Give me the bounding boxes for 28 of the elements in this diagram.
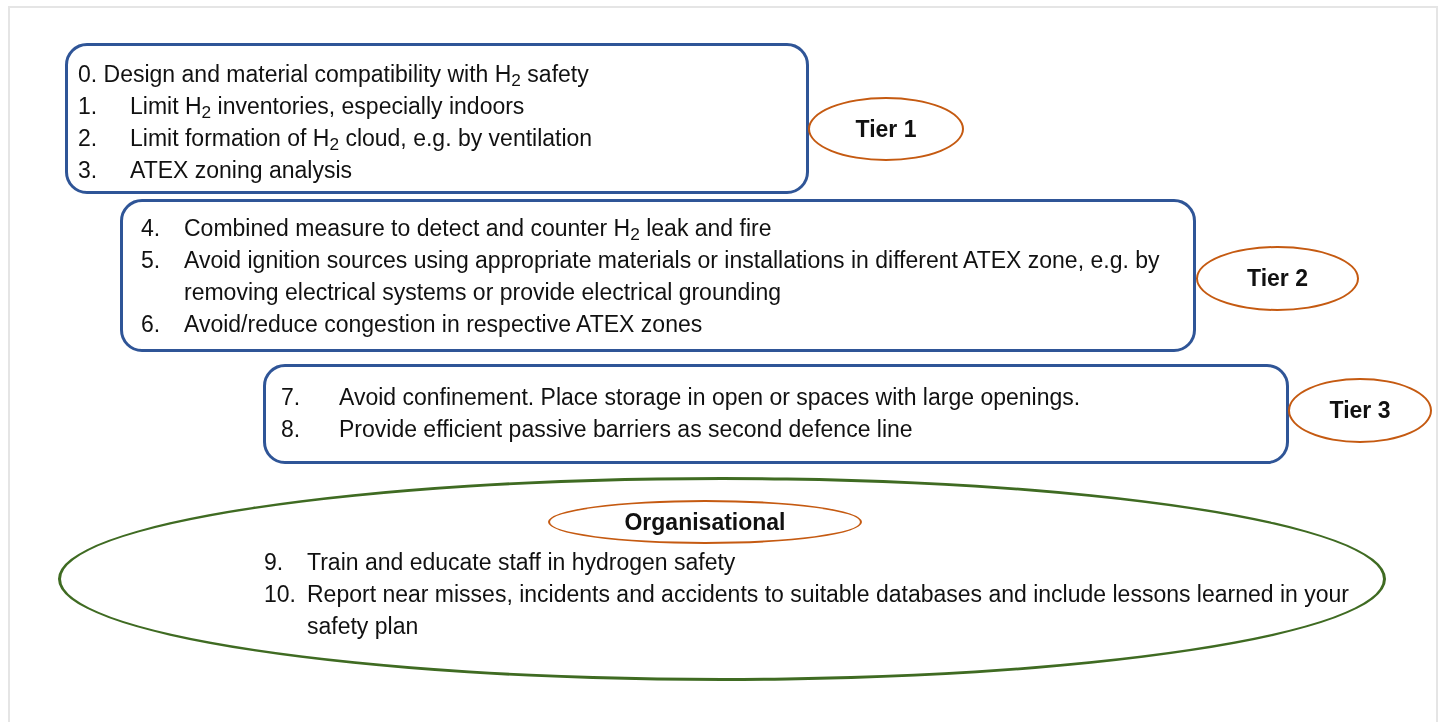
list-item-text: Avoid ignition sources using appropriate materials or installations in different ATEX zone, e.g. by removing electrical systems or provide electrical grounding — [184, 246, 1161, 307]
list-item-text: ATEX zoning analysis — [130, 156, 352, 185]
list-item-text: 0. Design and material compatibility with H$_{2}$ safety — [78, 60, 589, 90]
tier-oval: Organisational — [548, 500, 862, 544]
list-number: 7. — [281, 383, 302, 412]
measure-box — [120, 199, 1196, 352]
list-number: 8. — [281, 415, 302, 444]
list-item-text: Provide efficient passive barriers as second defence line — [339, 415, 913, 444]
list-item-text: Report near misses, incidents and accidents to suitable databases and include lessons learned in your safety plan — [307, 580, 1350, 641]
list-number: 2. — [78, 124, 99, 153]
list-item-text: Avoid confinement. Place storage in open or spaces with large openings. — [339, 383, 1081, 412]
list-number: 1. — [78, 92, 99, 121]
list-number: 6. — [141, 310, 162, 339]
list-number: 10. — [264, 580, 297, 609]
list-number: 3. — [78, 156, 99, 185]
tier-oval: Tier 1 — [808, 97, 964, 161]
list-number: 9. — [264, 548, 285, 577]
list-item-text: Train and educate staff in hydrogen safety — [307, 548, 736, 577]
list-item-text: Avoid/reduce congestion in respective ATEX zones — [184, 310, 703, 339]
tier-oval: Tier 3 — [1288, 378, 1432, 443]
list-number: 4. — [141, 214, 162, 243]
measure-box — [263, 364, 1289, 464]
list-item-text: Limit formation of H$_{2}$ cloud, e.g. by ventilation — [130, 124, 593, 154]
tier-oval: Tier 2 — [1196, 246, 1359, 311]
list-item-text: Limit H$_{2}$ inventories, especially indoors — [130, 92, 525, 122]
list-item-text: Combined measure to detect and counter H$_{2}$ leak and fire — [184, 214, 772, 244]
list-number: 5. — [141, 246, 162, 275]
measure-box — [65, 43, 809, 194]
